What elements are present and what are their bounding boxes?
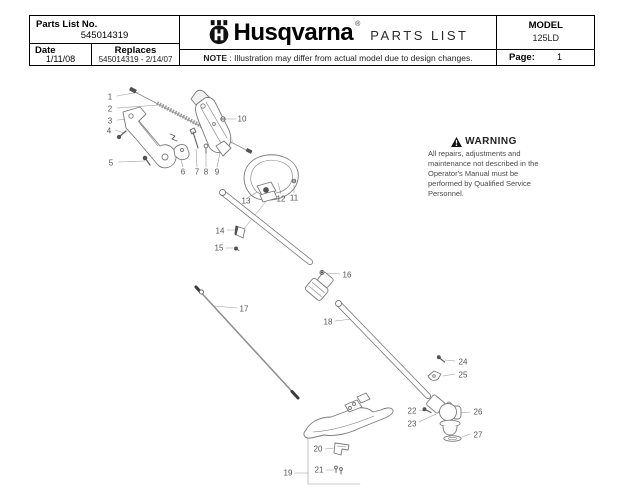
part-callout-2: 2: [107, 104, 113, 114]
part-callout-9: 9: [214, 167, 220, 177]
clamp-wedge-14: [234, 225, 246, 239]
screw-15: [234, 246, 240, 251]
warning-triangle-icon: [451, 136, 463, 147]
note-label: NOTE: [203, 52, 228, 63]
warning-title: WARNING: [465, 136, 517, 147]
model-label: MODEL: [528, 20, 563, 31]
part-callout-10: 10: [237, 114, 247, 124]
part-callout-19: 19: [283, 468, 293, 478]
part-gear-head-group: [422, 355, 462, 442]
warning-body: All repairs, adjustments and maintenance…: [428, 149, 539, 198]
part-callout-8: 8: [203, 167, 209, 177]
part-callout-1: 1: [107, 92, 113, 102]
parts-list-no-label: Parts List No.: [36, 19, 98, 30]
part-callout-11: 11: [289, 193, 299, 203]
brand-line: Husqvarna ® PARTS LIST: [208, 19, 469, 47]
part-callout-25: 25: [458, 370, 468, 380]
part-callout-16: 16: [342, 270, 352, 280]
screw-11: [291, 178, 297, 184]
part-callout-12: 12: [276, 194, 286, 204]
replaces-label: Replaces: [114, 45, 157, 56]
part-callout-20: 20: [313, 444, 323, 454]
replaces-cell: Replaces 545014319 - 2/14/07: [92, 44, 180, 66]
part-throttle-trigger-group: [169, 127, 209, 161]
washer-27: [443, 435, 462, 442]
parts-list-no-cell: Parts List No. 545014319: [30, 16, 180, 44]
note-cell: NOTE : Illustration may differ from actu…: [180, 50, 496, 66]
registered-mark: ®: [355, 21, 361, 28]
doc-title: PARTS LIST: [370, 28, 469, 43]
document-header: Parts List No. 545014319 Date 1/11/08 Re…: [29, 15, 595, 66]
brand-name: Husqvarna: [233, 18, 354, 46]
brand-cell: Husqvarna ® PARTS LIST: [180, 16, 496, 50]
part-callout-24: 24: [458, 357, 468, 367]
part-upper-shaft-tube: [219, 189, 313, 265]
part-callout-26: 26: [473, 407, 483, 417]
part-callout-4: 4: [106, 126, 112, 136]
part-throttle-housing: [190, 89, 232, 157]
date-cell: Date 1/11/08: [30, 44, 92, 66]
callout-leader-lines: [114, 91, 471, 485]
page-label: Page:: [509, 52, 535, 63]
screw-8: [203, 143, 209, 154]
part-callout-17: 17: [239, 304, 249, 314]
part-callout-18: 18: [323, 317, 333, 327]
date-label: Date: [35, 45, 56, 56]
date-value: 1/11/08: [45, 54, 76, 64]
part-guard-assembly: [303, 392, 394, 475]
screw-10: [220, 116, 226, 122]
warning-title-row: WARNING: [428, 136, 540, 147]
part-callout-13: 13: [241, 196, 251, 206]
page-number: 1: [557, 52, 563, 62]
model-cell: MODEL 125LD: [496, 16, 595, 50]
part-callout-6: 6: [180, 167, 186, 177]
part-coupler-16: [305, 270, 334, 301]
clip-25: [427, 370, 442, 381]
replaces-value: 545014319 - 2/14/07: [98, 55, 173, 64]
screw-5: [142, 155, 151, 166]
part-callout-14: 14: [215, 226, 225, 236]
part-lower-shaft-tube: [335, 300, 431, 399]
part-loop-handle-group: [234, 154, 299, 251]
husqvarna-crown-h-icon: [209, 20, 228, 45]
screws-21: [334, 465, 343, 475]
warning-box: WARNING All repairs, adjustments and mai…: [428, 136, 540, 199]
page-cell: Page: 1: [496, 50, 595, 66]
blade-plate-20: [333, 442, 350, 456]
part-callout-23: 23: [407, 419, 417, 429]
part-callout-3: 3: [107, 116, 113, 126]
part-callout-22: 22: [407, 406, 417, 416]
throttle-rod-7: [189, 127, 199, 149]
note-text: : Illustration may differ from actual mo…: [227, 52, 473, 63]
parts-list-no-value: 545014319: [80, 30, 129, 41]
part-callout-7: 7: [194, 167, 200, 177]
part-callout-27: 27: [473, 430, 483, 440]
part-handle-half: [116, 106, 177, 169]
model-value: 125LD: [532, 33, 560, 43]
note-line: NOTE : Illustration may differ from actu…: [203, 53, 472, 63]
part-callout-21: 21: [314, 465, 324, 475]
part-callout-5: 5: [108, 158, 114, 168]
part-driveshaft: [194, 285, 300, 400]
part-callout-15: 15: [214, 243, 224, 253]
screw-24: [436, 355, 446, 363]
screw-4: [116, 130, 127, 140]
screw-22: [422, 407, 432, 414]
